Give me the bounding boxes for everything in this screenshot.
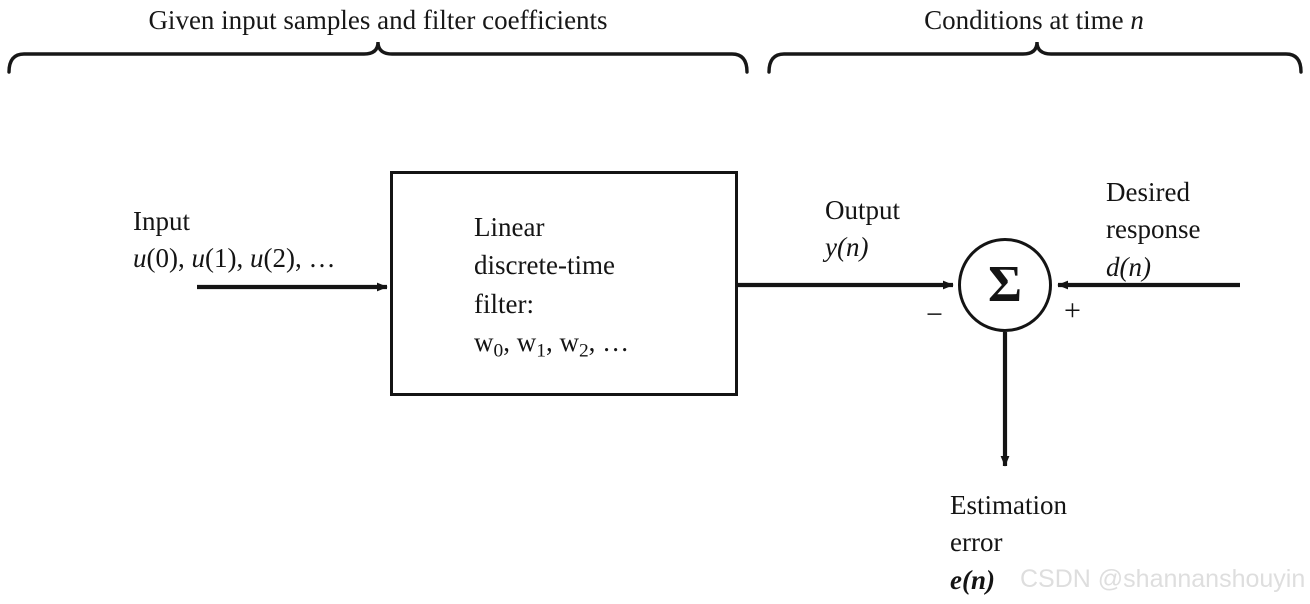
- desired-signal-symbol: d: [1106, 251, 1120, 282]
- filter-line-2: discrete-time: [474, 250, 615, 281]
- coeff-1-subscript: 1: [536, 340, 546, 362]
- coeff-0-subscript: 0: [493, 340, 504, 362]
- input-signal-expression: u(0), u(1), u(2), …: [133, 240, 335, 277]
- error-signal-symbol: e: [950, 564, 962, 595]
- coeff-2-subscript: 2: [578, 340, 589, 362]
- left-group-title: Given input samples and filter coefficie…: [0, 7, 756, 34]
- filter-line-1: Linear: [474, 212, 545, 242]
- output-label: Output: [825, 195, 901, 225]
- input-label-block: Input u(0), u(1), u(2), …: [133, 203, 335, 278]
- input-term-2-arg: (2): [263, 243, 295, 274]
- right-group-title-italic-n: n: [1130, 5, 1144, 35]
- output-label-block: Output y(n): [825, 192, 900, 267]
- input-term-1-symbol: u: [191, 243, 205, 274]
- input-comma-0: ,: [177, 243, 192, 274]
- coeff-0-symbol: w: [474, 326, 494, 357]
- input-term-2-symbol: u: [249, 243, 264, 274]
- output-signal-arg: (n): [836, 232, 869, 263]
- coeff-comma-1: ,: [545, 326, 560, 357]
- error-line-1: Estimation: [950, 490, 1067, 520]
- filter-line-3: filter:: [474, 288, 534, 319]
- error-signal-expression: e(n): [950, 562, 1067, 599]
- filter-box-text-block: Linear discrete-time filter: w0, w1, w2,…: [474, 208, 629, 365]
- right-group-title-text-main: Conditions at time: [924, 5, 1131, 35]
- left-group-title-text: Given input samples and filter coefficie…: [148, 5, 608, 35]
- coeff-ellipsis: …: [602, 326, 630, 357]
- coeff-comma-0: ,: [503, 326, 517, 357]
- left-group-brace: [7, 41, 749, 74]
- desired-line-1: Desired: [1106, 177, 1190, 207]
- input-term-0-arg: (0): [146, 243, 178, 274]
- error-signal-arg: (n): [961, 564, 995, 595]
- desired-signal-expression: d(n): [1106, 249, 1200, 286]
- input-term-0-symbol: u: [133, 243, 147, 274]
- desired-response-label-block: Desired response d(n): [1106, 174, 1200, 286]
- output-signal-symbol: y: [825, 232, 837, 263]
- input-ellipsis: …: [308, 243, 336, 274]
- estimation-error-label-block: Estimation error e(n): [950, 487, 1067, 599]
- summing-junction-circle: [958, 238, 1052, 332]
- desired-line-2: response: [1106, 214, 1201, 245]
- csdn-watermark: CSDN @shannanshouyin: [1020, 565, 1306, 593]
- coeff-1-symbol: w: [516, 326, 537, 357]
- sigma-summation-icon: Σ: [988, 256, 1022, 313]
- filter-coefficients-expression: w0, w1, w2, …: [474, 323, 629, 365]
- minus-sign: −: [926, 298, 943, 331]
- coeff-comma-2: ,: [588, 326, 603, 357]
- desired-signal-arg: (n): [1119, 251, 1151, 282]
- input-comma-2: ,: [294, 243, 309, 274]
- input-comma-1: ,: [236, 243, 250, 274]
- input-term-1-arg: (1): [204, 243, 237, 274]
- linear-discrete-time-filter-box: [390, 171, 738, 396]
- error-line-2: error: [950, 527, 1003, 558]
- coeff-2-symbol: w: [559, 326, 579, 357]
- output-signal-expression: y(n): [825, 229, 900, 266]
- plus-sign: +: [1064, 294, 1081, 327]
- input-label: Input: [133, 206, 190, 236]
- right-group-title: Conditions at time n: [768, 7, 1300, 34]
- right-group-brace: [767, 41, 1303, 74]
